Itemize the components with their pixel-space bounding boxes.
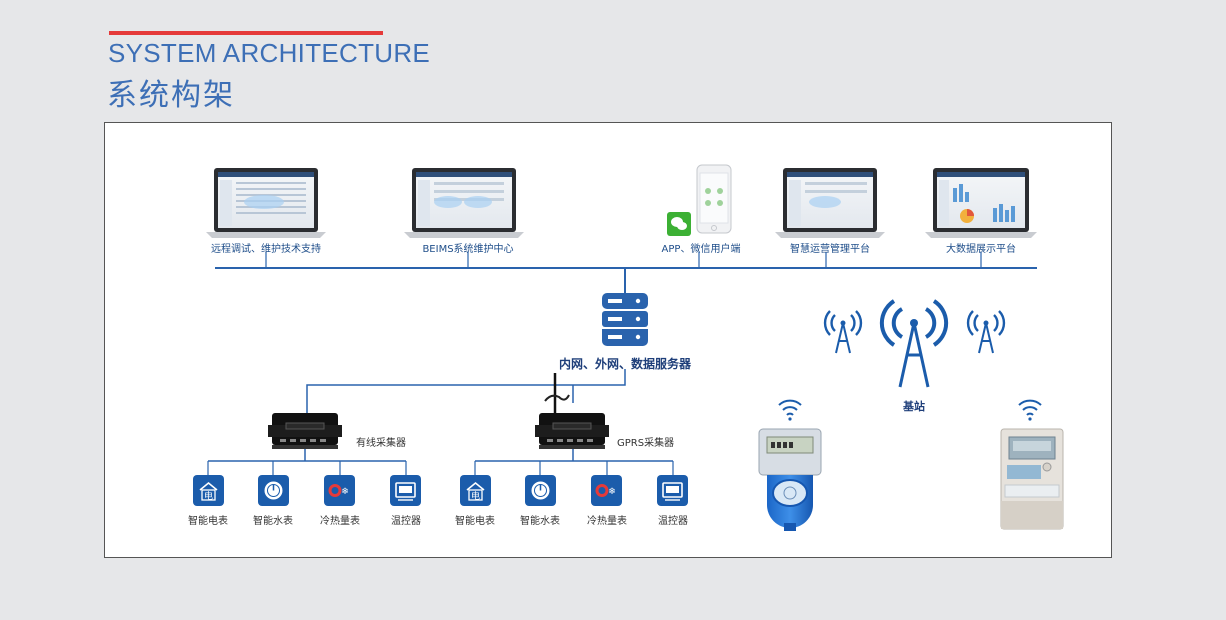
electric-meter-icon: 电 — [460, 475, 491, 506]
node-label-app-wechat: APP、微信用户端 — [661, 244, 741, 255]
node-label-operation-platform: 智慧运营管理平台 — [790, 244, 870, 255]
collector-label-gprs: GPRS采集器 — [617, 438, 675, 449]
meter-label: 冷热量表 — [587, 516, 627, 527]
title-accent-bar — [109, 31, 383, 35]
wechat-icon — [667, 212, 691, 236]
heat-meter-icon: ❄ — [324, 475, 355, 506]
svg-text:电: 电 — [204, 490, 213, 502]
thermostat-icon — [390, 475, 421, 506]
meter-label: 冷热量表 — [320, 516, 360, 527]
laptop-icon — [925, 168, 1037, 238]
svg-text:电: 电 — [471, 490, 480, 502]
node-label-bigdata-platform: 大数据展示平台 — [946, 244, 1016, 255]
laptop-icon — [775, 168, 885, 238]
water-meter-icon — [258, 475, 289, 506]
meter-label: 智能电表 — [455, 516, 495, 527]
collector-box-icon — [268, 413, 342, 449]
page-title-english: SYSTEM ARCHITECTURE — [108, 38, 431, 68]
wifi-icon — [778, 399, 802, 421]
meter-label: 温控器 — [391, 516, 421, 527]
wifi-icon — [1018, 399, 1042, 421]
base-station-label: 基站 — [903, 400, 925, 413]
antenna-tower-icon — [879, 299, 949, 388]
heat-meter-icon: ❄ — [591, 475, 622, 506]
meter-label: 智能水表 — [520, 516, 560, 527]
laptop-icon — [206, 168, 326, 238]
antenna-tower-icon — [823, 310, 863, 354]
antenna-tower-icon — [966, 310, 1006, 354]
meter-label: 智能电表 — [188, 516, 228, 527]
node-label-remote-support: 远程调试、维护技术支持 — [211, 244, 321, 255]
electric-meter-photo-icon — [1000, 428, 1064, 530]
svg-text:❄: ❄ — [608, 487, 616, 497]
architecture-diagram-panel: 电 ❄ 电 — [104, 122, 1112, 558]
server-label: 内网、外网、数据服务器 — [558, 357, 692, 371]
water-meter-icon — [525, 475, 556, 506]
laptop-icon — [404, 168, 524, 238]
server-downlink — [306, 369, 626, 413]
meter-label: 温控器 — [658, 516, 688, 527]
gprs-collector-icon — [535, 373, 609, 449]
architecture-diagram: 电 ❄ 电 — [193, 164, 1064, 531]
page-title-chinese: 系统构架 — [107, 78, 235, 113]
smartphone-icon — [696, 164, 732, 234]
thermostat-icon — [657, 475, 688, 506]
node-label-beims-center: BEIMS系统维护中心 — [422, 244, 514, 255]
meter-label: 智能水表 — [253, 516, 293, 527]
server-icon — [602, 293, 648, 346]
electric-meter-icon: 电 — [193, 475, 224, 506]
wireless-water-meter-icon — [758, 428, 822, 531]
collector-label-wired: 有线采集器 — [356, 438, 406, 449]
svg-text:❄: ❄ — [341, 487, 349, 497]
